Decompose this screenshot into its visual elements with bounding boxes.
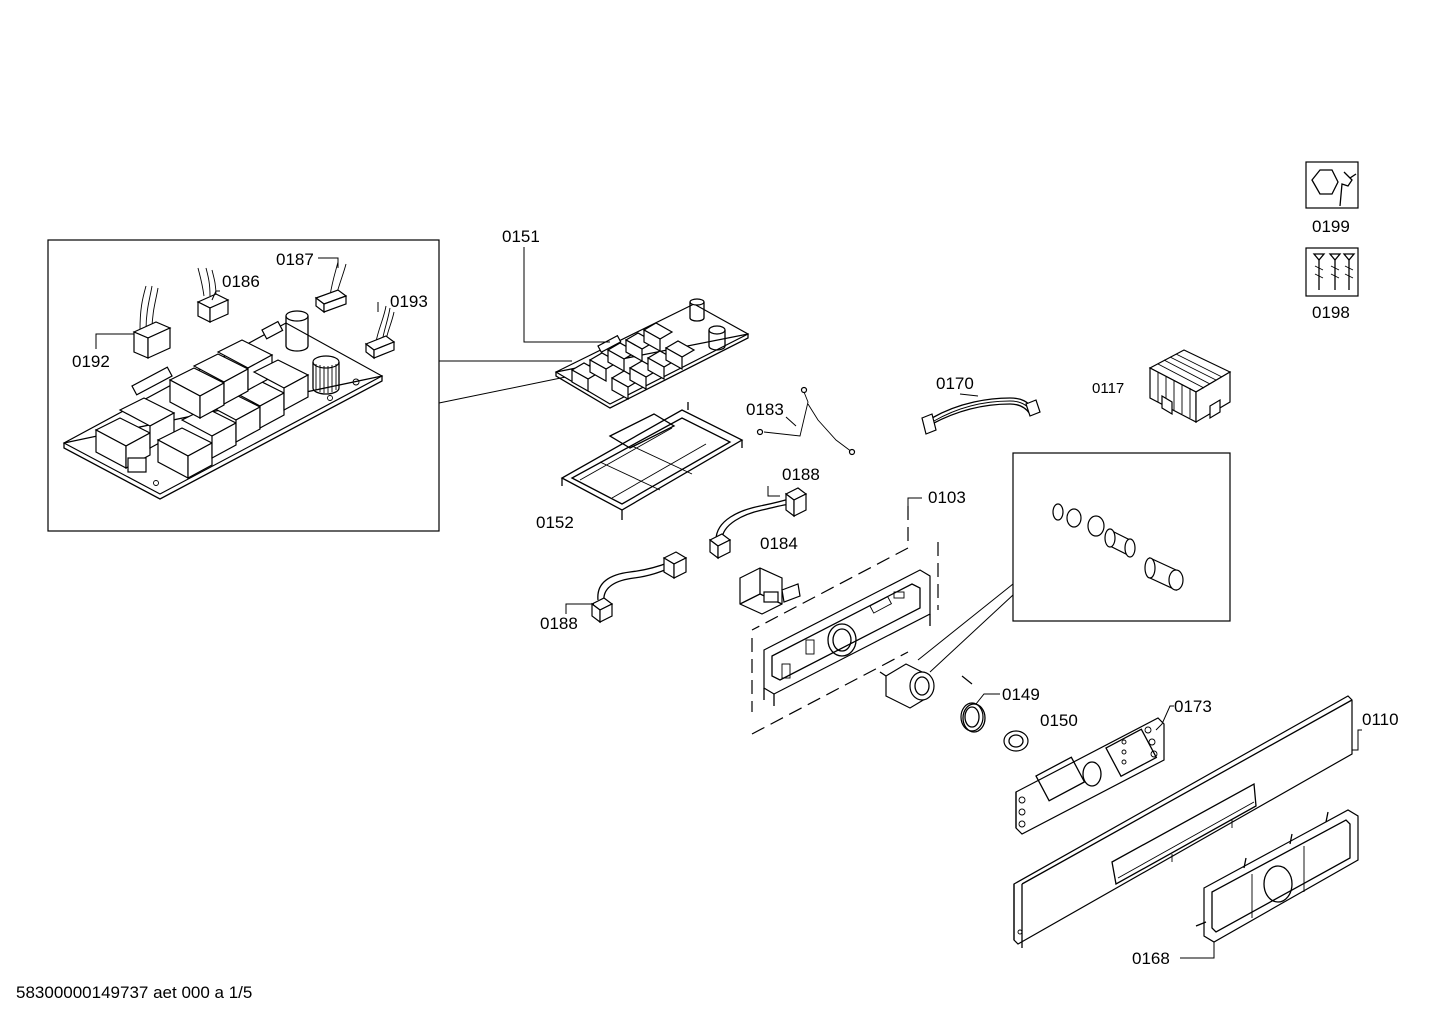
part-label-0188-lower: 0188 (540, 614, 578, 633)
heatsink-0117 (1148, 349, 1232, 424)
part-label-0168: 0168 (1132, 949, 1170, 968)
part-label-0183: 0183 (746, 400, 784, 419)
knob-detail-frame (917, 452, 1231, 673)
knob-assembly (879, 663, 935, 709)
sensor-0183 (756, 386, 856, 456)
document-reference: 58300000149737 aet 000 a 1/5 (16, 983, 253, 1002)
control-panel-0110 (1013, 695, 1353, 948)
ring-0149 (960, 702, 986, 733)
part-label-0186: 0186 (222, 272, 260, 291)
part-label-0173: 0173 (1174, 697, 1212, 716)
part-label-0192: 0192 (72, 352, 110, 371)
display-board-0173 (1015, 717, 1165, 835)
part-label-0184: 0184 (760, 534, 798, 553)
control-board-detail (62, 310, 384, 500)
connector-0186 (196, 267, 230, 323)
control-board-0151 (554, 298, 750, 409)
cover-0168 (1195, 809, 1359, 943)
part-label-0152: 0152 (536, 513, 574, 532)
cable-0188-upper (708, 487, 808, 560)
part-label-0198: 0198 (1312, 303, 1350, 322)
part-label-0150: 0150 (1040, 711, 1078, 730)
part-label-0187: 0187 (276, 250, 314, 269)
part-label-0193: 0193 (390, 292, 428, 311)
wrench-icon (1305, 161, 1359, 209)
part-label-0110: 0110 (1362, 710, 1399, 729)
connector-0192 (132, 285, 172, 359)
frame-0152 (560, 402, 744, 520)
ring-0150 (1003, 730, 1029, 752)
part-label-0199: 0199 (1312, 217, 1350, 236)
connector-0187 (314, 261, 348, 314)
part-label-0170: 0170 (936, 374, 974, 393)
bracket-0184 (739, 567, 801, 615)
part-label-0149: 0149 (1002, 685, 1040, 704)
cable-0188-lower (590, 551, 688, 624)
cable-harness-0170 (921, 397, 1041, 435)
connector-0193 (364, 305, 396, 360)
panel-frame-0103 (751, 506, 939, 735)
screws-icon (1305, 247, 1359, 297)
part-label-0188-upper: 0188 (782, 465, 820, 484)
part-label-0151: 0151 (502, 227, 540, 246)
part-label-0103: 0103 (928, 488, 966, 507)
part-label-0117: 0117 (1092, 380, 1125, 397)
